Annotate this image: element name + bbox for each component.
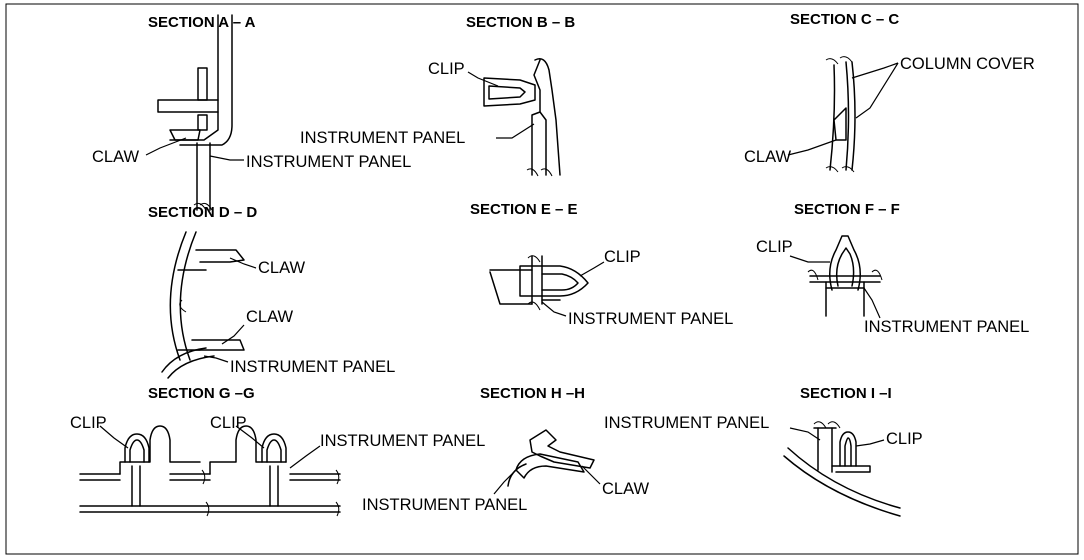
section-i: SECTION I –I INSTRUMENT PANEL CLIP bbox=[604, 385, 923, 517]
leader-f-clip bbox=[789, 255, 830, 263]
section-i-title: SECTION I –I bbox=[800, 385, 892, 402]
leader-d-claw-1 bbox=[229, 257, 257, 269]
label-d-claw-2: CLAW bbox=[246, 308, 293, 326]
section-c-title: SECTION C – C bbox=[790, 11, 899, 28]
leader-e-panel bbox=[541, 301, 567, 317]
section-e: SECTION E – E CLIP INSTRUMENT PANEL bbox=[470, 201, 733, 328]
section-d-title: SECTION D – D bbox=[148, 204, 257, 221]
label-h-panel: INSTRUMENT PANEL bbox=[362, 496, 527, 514]
leader-e-clip bbox=[579, 261, 605, 277]
leader-c-cover-2 bbox=[855, 62, 899, 119]
leader-b-panel bbox=[496, 123, 535, 139]
section-c-drawing bbox=[825, 56, 856, 173]
section-i-drawing bbox=[783, 421, 901, 517]
label-i-panel: INSTRUMENT PANEL bbox=[604, 414, 769, 432]
leader-d-panel bbox=[203, 355, 229, 363]
section-f-drawing bbox=[807, 235, 883, 317]
section-b-title: SECTION B – B bbox=[466, 14, 575, 31]
section-g-title: SECTION G –G bbox=[148, 385, 255, 402]
section-a-drawing bbox=[157, 14, 233, 211]
section-a: SECTION A – A CLAW INSTRUMENT PANEL bbox=[92, 14, 411, 211]
diagram-border bbox=[5, 3, 1079, 555]
leader-i-clip bbox=[855, 439, 885, 447]
label-d-claw-1: CLAW bbox=[258, 259, 305, 277]
label-a-claw: CLAW bbox=[92, 148, 139, 166]
section-a-title: SECTION A – A bbox=[148, 14, 256, 31]
section-d-drawing bbox=[161, 231, 245, 379]
section-b-drawing bbox=[483, 58, 561, 177]
leader-a-claw bbox=[145, 137, 187, 156]
label-b-clip: CLIP bbox=[428, 60, 465, 78]
section-f-title: SECTION F – F bbox=[794, 201, 900, 218]
leader-i-panel bbox=[789, 427, 821, 441]
section-b: SECTION B – B CLIP INSTRUMENT PANEL bbox=[300, 14, 575, 177]
label-a-panel: INSTRUMENT PANEL bbox=[246, 153, 411, 171]
leader-h-panel bbox=[493, 471, 515, 495]
section-h-drawing bbox=[507, 429, 595, 487]
leader-f-panel bbox=[863, 287, 881, 319]
label-g-clip-2: CLIP bbox=[210, 414, 247, 432]
label-c-claw: CLAW bbox=[744, 148, 791, 166]
section-e-drawing bbox=[489, 255, 589, 311]
label-f-panel: INSTRUMENT PANEL bbox=[864, 318, 1029, 336]
leader-g-clip-1 bbox=[99, 425, 129, 449]
section-c: SECTION C – C COLUMN COVER CLAW bbox=[744, 11, 1035, 173]
label-e-panel: INSTRUMENT PANEL bbox=[568, 310, 733, 328]
leader-g-panel bbox=[289, 445, 321, 469]
label-d-panel: INSTRUMENT PANEL bbox=[230, 358, 395, 376]
label-g-panel: INSTRUMENT PANEL bbox=[320, 432, 485, 450]
leader-b-clip bbox=[467, 71, 499, 87]
label-b-panel: INSTRUMENT PANEL bbox=[300, 129, 465, 147]
section-h: SECTION H –H CLAW INSTRUMENT PANEL bbox=[362, 385, 649, 514]
label-i-clip: CLIP bbox=[886, 430, 923, 448]
section-h-title: SECTION H –H bbox=[480, 385, 585, 402]
section-g-drawing bbox=[79, 425, 341, 517]
leader-d-claw-2 bbox=[221, 324, 245, 345]
leader-c-cover-1 bbox=[851, 62, 899, 79]
section-d: SECTION D – D CLAW CLAW INSTRUMENT PANEL bbox=[148, 204, 395, 379]
leader-g-clip-2 bbox=[235, 425, 265, 449]
label-h-claw: CLAW bbox=[602, 480, 649, 498]
section-g: SECTION G –G CLIP CLIP INSTRUMENT PANEL bbox=[70, 385, 485, 517]
label-f-clip: CLIP bbox=[756, 238, 793, 256]
leader-h-claw bbox=[581, 465, 601, 485]
section-e-title: SECTION E – E bbox=[470, 201, 578, 218]
label-c-cover: COLUMN COVER bbox=[900, 55, 1035, 73]
section-f: SECTION F – F CLIP INSTRUMENT PANEL bbox=[756, 201, 1029, 336]
label-g-clip-1: CLIP bbox=[70, 414, 107, 432]
leader-c-claw bbox=[787, 139, 837, 156]
label-e-clip: CLIP bbox=[604, 248, 641, 266]
leader-a-panel bbox=[209, 155, 244, 161]
